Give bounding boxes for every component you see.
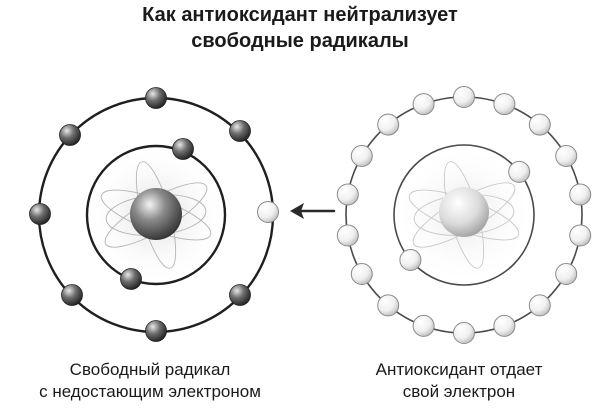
electron — [493, 314, 516, 337]
antioxidant-caption-line-1: Антиоксидант отдает — [375, 360, 543, 379]
electron — [29, 203, 51, 225]
free-radical-caption-line-1: Свободный радикал — [69, 360, 231, 379]
electron — [145, 87, 167, 109]
electron — [120, 268, 142, 290]
electron — [412, 314, 435, 337]
transfer-arrow — [290, 203, 336, 219]
free-radical-caption-line-2: с недостающим электроном — [39, 382, 261, 401]
antioxidant-atom — [336, 86, 592, 344]
electron — [528, 294, 551, 317]
electron — [399, 249, 422, 271]
electron — [412, 93, 435, 116]
electron — [229, 284, 251, 306]
electron — [377, 113, 400, 136]
antioxidant-nucleus — [439, 187, 489, 237]
electron — [59, 124, 81, 146]
electron — [555, 263, 578, 285]
antioxidant-caption-line-2: свой электрон — [402, 382, 516, 401]
electron — [453, 322, 475, 344]
free-radical-atom — [29, 87, 279, 342]
electron — [350, 145, 373, 167]
electron — [229, 120, 251, 142]
electron — [336, 224, 359, 247]
antioxidant-outer-electrons — [336, 86, 592, 344]
free-radical-caption: Свободный радикал с недостающим электрон… — [0, 359, 300, 403]
title-line-2: свободные радикалы — [191, 30, 409, 52]
title-line-1: Как антиоксидант нейтрализует — [142, 4, 458, 26]
electron — [145, 320, 167, 342]
electron — [569, 224, 592, 247]
electron — [555, 145, 578, 167]
donated-electron — [257, 201, 279, 223]
electron — [172, 138, 194, 160]
electron — [508, 160, 531, 183]
electron — [569, 183, 592, 206]
electron — [453, 86, 475, 108]
electron — [336, 183, 359, 206]
free-radical-nucleus — [130, 188, 182, 240]
antioxidant-caption: Антиоксидант отдает свой электрон — [318, 359, 600, 403]
electron — [528, 113, 551, 136]
diagram-title: Как антиоксидант нейтрализует свободные … — [0, 2, 600, 54]
electron — [350, 263, 373, 285]
free-radical-inner-electrons — [120, 138, 194, 290]
electron — [493, 93, 516, 116]
arrow-head-icon — [290, 203, 304, 219]
free-radical-outer-electrons — [29, 87, 251, 342]
electron — [377, 294, 400, 317]
free-radical-inner-orbit — [85, 144, 227, 286]
electron — [61, 284, 83, 306]
antioxidant-inner-orbit — [393, 144, 535, 286]
